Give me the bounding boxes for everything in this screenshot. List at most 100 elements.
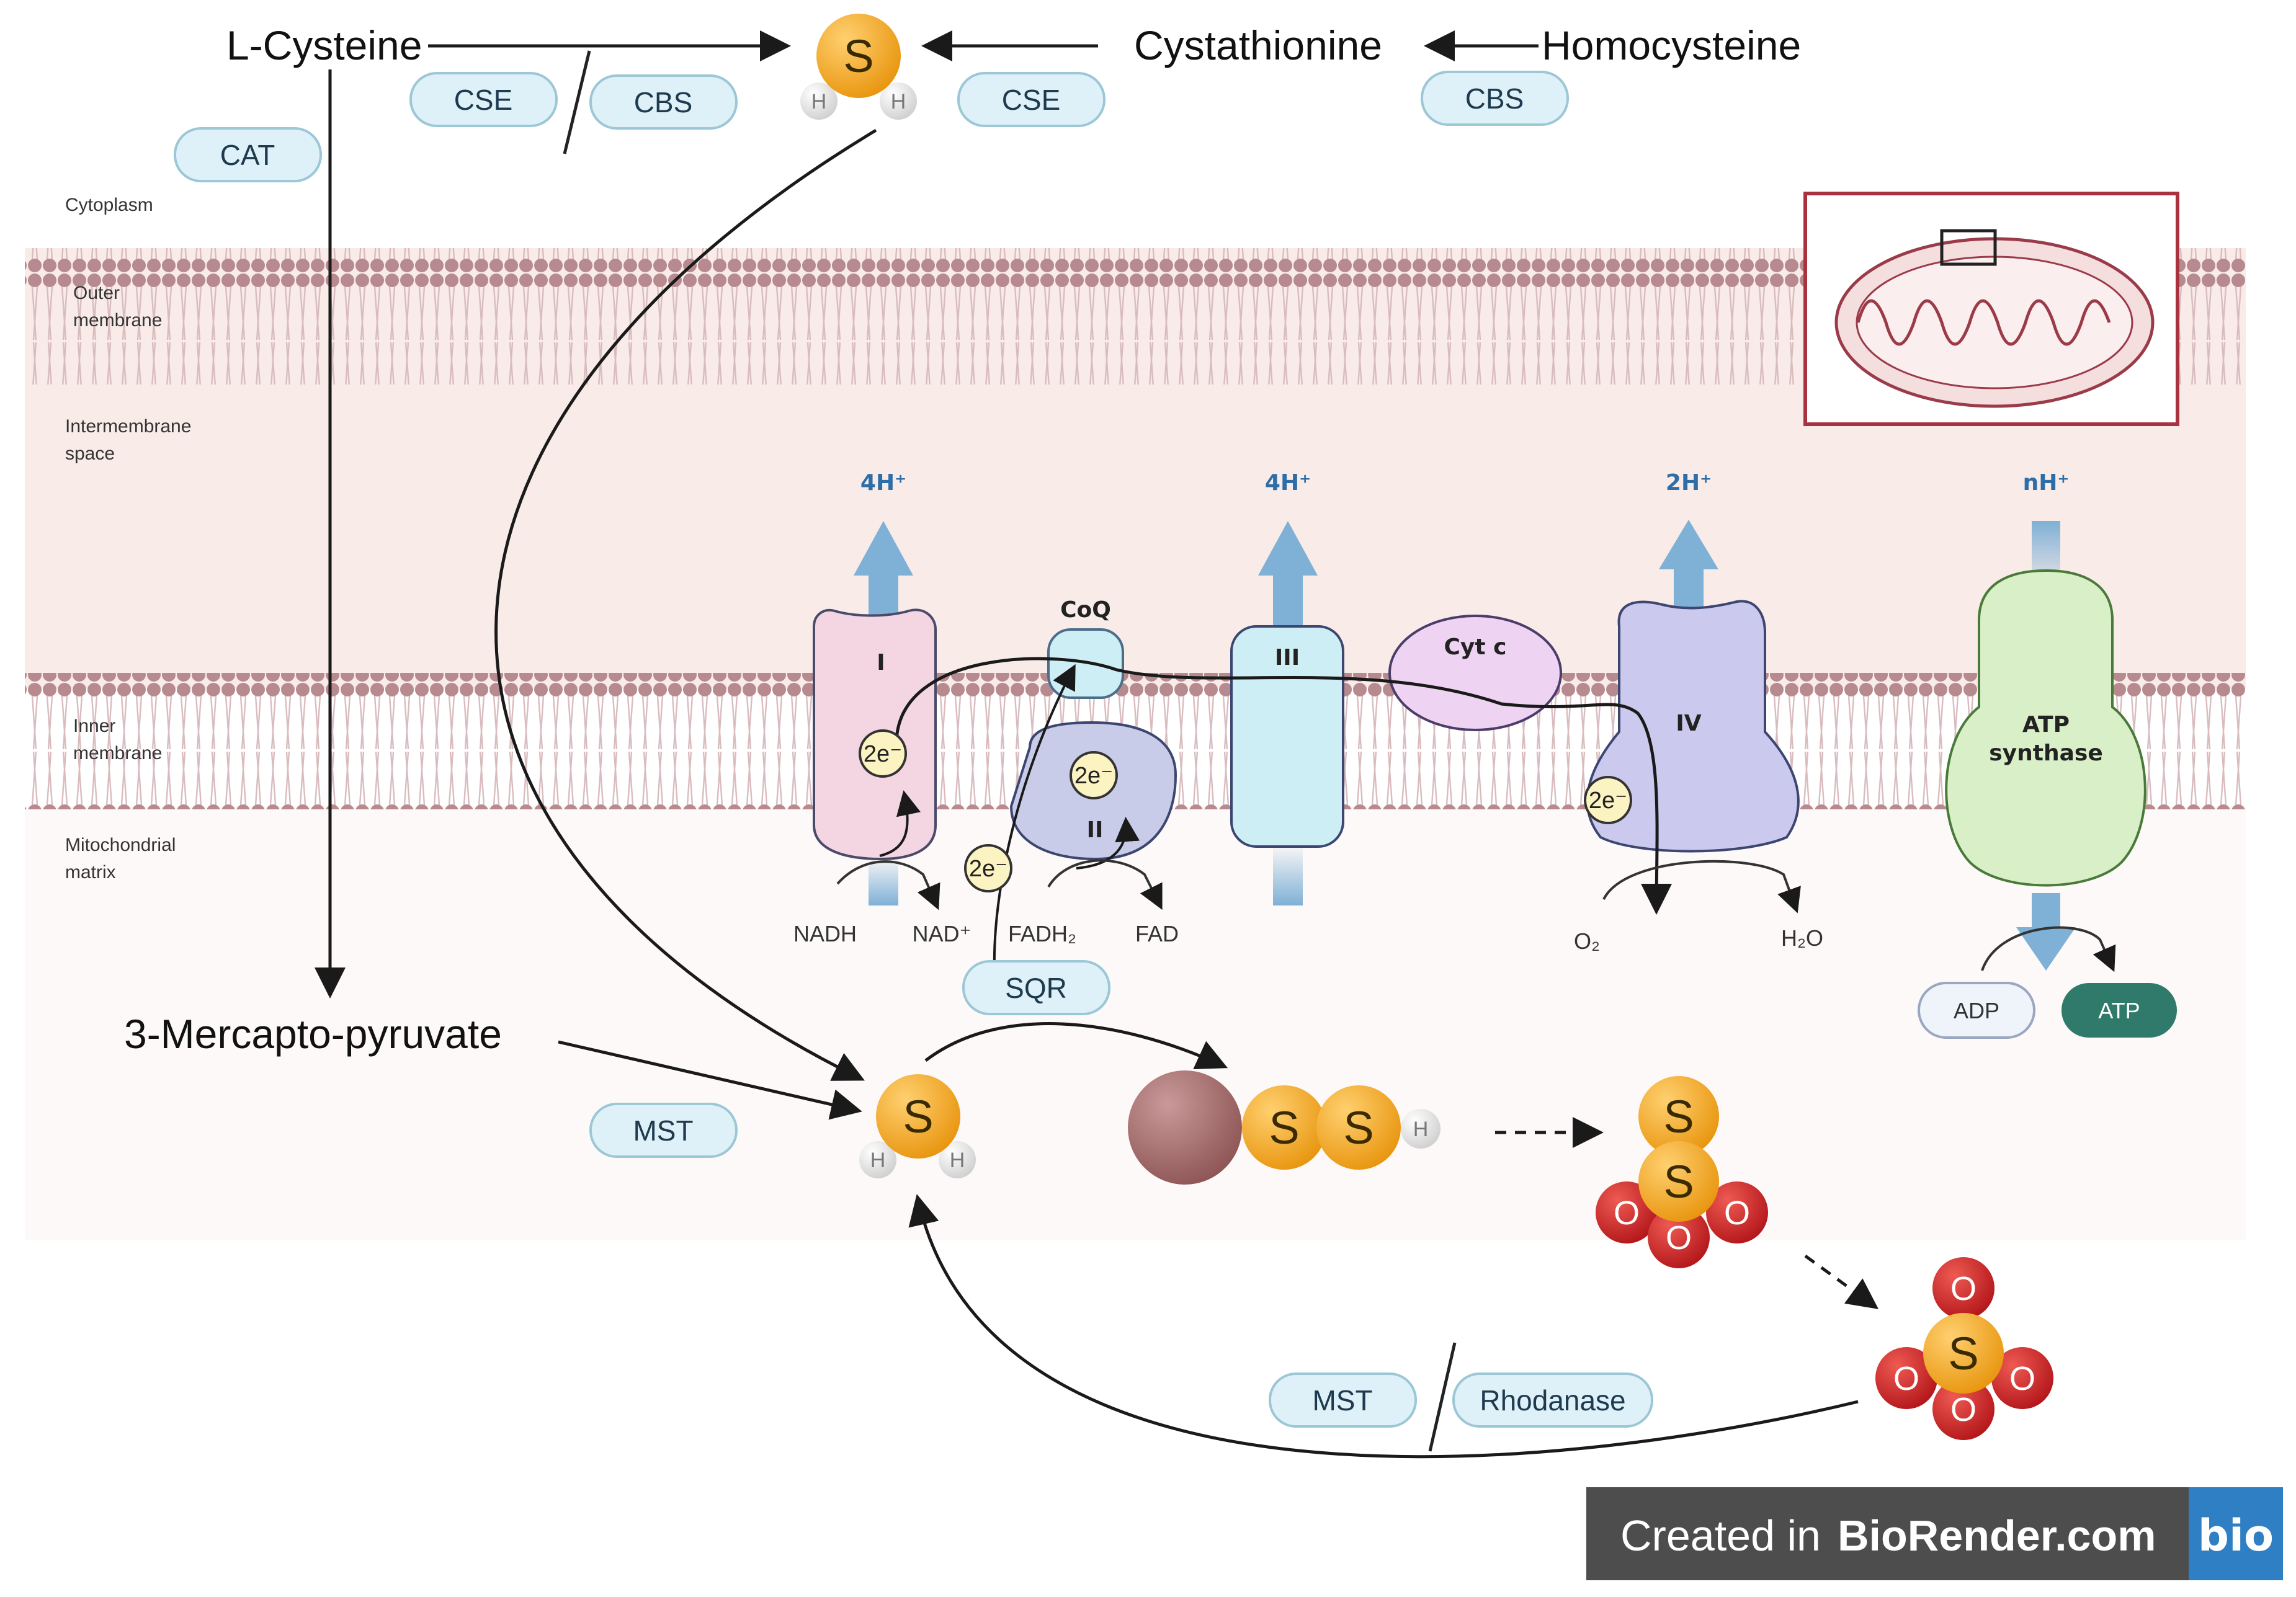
complex-iv: IV: [1586, 600, 1800, 853]
slash-divider-top: [563, 50, 591, 154]
svg-text:ADP: ADP: [1954, 998, 1999, 1023]
homocysteine-label: Homocysteine: [1542, 22, 1801, 68]
svg-text:H: H: [1413, 1118, 1429, 1141]
electron-path: [895, 657, 1673, 915]
cyt-c: Cyt c: [1388, 615, 1562, 731]
cbs-enzyme-top-right: CBS: [1421, 71, 1569, 126]
arrow-sqr-electrons-to-coq: [993, 664, 1076, 970]
biorender-watermark: Created in BioRender.com bio: [1586, 1487, 2283, 1580]
svg-text:III: III: [1275, 645, 1300, 670]
svg-text:O: O: [1724, 1194, 1750, 1232]
mercaptopyruvate-label: 3-Mercapto-pyruvate: [124, 1011, 502, 1057]
arrow-h2s-to-persulfide: [924, 1022, 1228, 1070]
svg-text:H: H: [811, 90, 827, 113]
sulfate-molecule: O O O O S: [1875, 1257, 2053, 1440]
svg-text:S: S: [843, 30, 873, 82]
mst-enzyme-right: MST: [1269, 1372, 1417, 1428]
h2s-molecule-cytoplasm: H H S: [800, 14, 917, 120]
slash-divider-bottom: [1428, 1342, 1457, 1452]
arc-fadh2-to-fad: [1047, 859, 1163, 910]
svg-text:I: I: [877, 650, 885, 675]
thiosulfate-molecule: O O O S S: [1596, 1076, 1768, 1268]
h2o-label: H₂O: [1781, 925, 1823, 951]
dashed-arrow-thiosulfate-to-sulfate: [1804, 1254, 1879, 1309]
svg-text:IV: IV: [1676, 711, 1701, 736]
svg-text:CSE: CSE: [1002, 84, 1061, 116]
svg-text:S: S: [1269, 1102, 1299, 1154]
svg-text:H: H: [950, 1149, 965, 1172]
proton-label-complex-iv: 2H⁺: [1666, 470, 1712, 496]
electron-badge-complex-i: 2e⁻: [859, 729, 907, 778]
watermark-brand: BioRender.com: [1838, 1511, 2156, 1560]
svg-text:2e⁻: 2e⁻: [864, 741, 902, 767]
svg-text:H: H: [870, 1149, 886, 1172]
region-label-cytoplasm: Cytoplasm: [65, 195, 153, 215]
proton-arrow-complex-iii: [1258, 521, 1318, 905]
fadh2-label: FADH₂: [1008, 921, 1076, 946]
svg-text:CBS: CBS: [634, 86, 693, 118]
svg-text:MST: MST: [1312, 1384, 1372, 1417]
watermark-prefix: Created in: [1620, 1511, 1821, 1560]
proton-label-complex-iii: 4H⁺: [1265, 470, 1311, 496]
svg-text:O: O: [1950, 1270, 1977, 1307]
svg-text:2e⁻: 2e⁻: [1074, 763, 1113, 789]
svg-text:CAT: CAT: [220, 139, 275, 171]
cystathionine-label: Cystathionine: [1134, 22, 1382, 68]
cse-enzyme-top-left: CSE: [409, 72, 558, 127]
svg-text:2e⁻: 2e⁻: [969, 856, 1007, 882]
svg-text:Rhodanase: Rhodanase: [1480, 1384, 1625, 1417]
svg-text:O: O: [1666, 1219, 1692, 1257]
svg-text:MST: MST: [633, 1114, 693, 1147]
electron-badge-complex-iv: 2e⁻: [1584, 776, 1632, 824]
svg-text:O: O: [2009, 1360, 2035, 1397]
proton-label-atp-synthase: nH⁺: [2023, 470, 2070, 496]
cbs-enzyme-top-left: CBS: [589, 74, 738, 130]
arrow-fadh2-to-complex-ii: [1076, 817, 1140, 870]
atp-badge: ATP: [2061, 983, 2177, 1038]
arc-o2-to-h2o: [1602, 860, 1801, 914]
electron-badge-sqr: 2e⁻: [964, 844, 1012, 892]
adp-badge: ADP: [1918, 982, 2035, 1039]
svg-text:S: S: [903, 1091, 933, 1142]
matrix-area: [25, 806, 2246, 1240]
svg-text:SQR: SQR: [1005, 972, 1067, 1004]
svg-text:O: O: [1893, 1360, 1919, 1397]
rhodanase-enzyme: Rhodanase: [1452, 1372, 1653, 1428]
svg-text:CSE: CSE: [454, 84, 513, 116]
arrow-h2s-into-mitochondria: [494, 128, 877, 1081]
svg-text:S: S: [1948, 1328, 1978, 1379]
cse-enzyme-top-right: CSE: [957, 72, 1106, 127]
arc-adp-to-atp: [1981, 926, 2116, 972]
arrow-mercaptopyruvate-to-h2s: [558, 1040, 862, 1120]
svg-text:II: II: [1087, 817, 1104, 843]
h2s-molecule-matrix: H H S: [859, 1074, 976, 1178]
complex-iii: III: [1230, 625, 1344, 848]
svg-text:ATP: ATP: [2098, 998, 2140, 1023]
svg-text:Cyt c: Cyt c: [1444, 634, 1507, 660]
nadh-label: NADH: [793, 921, 857, 946]
svg-text:S: S: [1663, 1091, 1694, 1142]
mitochondrion-inset: [1803, 192, 2179, 426]
proton-label-complex-i: 4H⁺: [860, 470, 906, 496]
biorender-logo-text: bio: [2198, 1510, 2274, 1561]
mst-enzyme-left: MST: [589, 1103, 738, 1158]
svg-text:2e⁻: 2e⁻: [1589, 788, 1627, 814]
arc-nadh-to-nad: [836, 860, 940, 910]
arrow-nadh-to-complex-i: [879, 790, 921, 857]
svg-text:O: O: [1950, 1391, 1977, 1428]
svg-text:H: H: [891, 90, 906, 113]
cat-enzyme: CAT: [174, 127, 322, 182]
o2-label: O₂: [1574, 928, 1600, 954]
fad-label: FAD: [1135, 921, 1179, 946]
svg-text:S: S: [1343, 1102, 1374, 1154]
electron-badge-complex-ii: 2e⁻: [1070, 751, 1118, 799]
arrow-sulfate-back-to-h2s: [908, 1194, 1859, 1459]
l-cysteine-label: L-Cysteine: [226, 22, 422, 68]
sqr-enzyme: SQR: [962, 960, 1110, 1015]
